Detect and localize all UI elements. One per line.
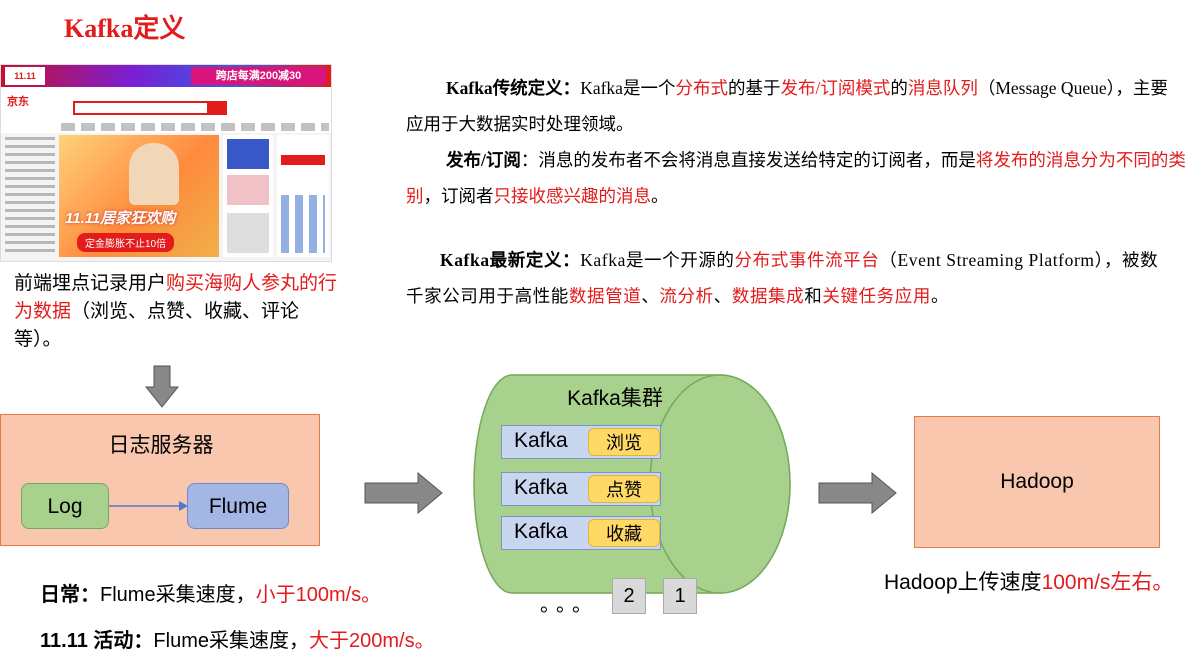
note-text: Hadoop上传速度 bbox=[884, 571, 1042, 594]
promo-tag: 11.11 bbox=[5, 67, 45, 85]
traditional-definition: Kafka传统定义：Kafka是一个分布式的基于发布/订阅模式的消息队列（Mes… bbox=[406, 70, 1176, 142]
note-value: 大于200m/s。 bbox=[308, 630, 435, 652]
def-highlight: 分布式事件流平台 bbox=[734, 250, 880, 270]
down-arrow-icon bbox=[144, 365, 180, 408]
def-text: 、 bbox=[641, 286, 660, 306]
def-highlight: 消息队列 bbox=[907, 78, 978, 98]
note-label: 日常： bbox=[40, 584, 100, 606]
note-value: 小于100m/s。 bbox=[255, 584, 382, 606]
note-text: Flume采集速度， bbox=[100, 584, 256, 606]
promo-text: 跨店每满200减30 bbox=[191, 67, 326, 85]
def-text: 的基于 bbox=[727, 78, 781, 98]
def-text: ：消息的发布者不会将消息直接发送给特定的订阅者，而是 bbox=[520, 150, 976, 170]
promo-banner: 11.11居家狂欢购 定金膨胀不止10倍 bbox=[59, 135, 219, 257]
def-text: ，订阅者 bbox=[423, 186, 494, 206]
topic-badge: 收藏 bbox=[588, 519, 660, 547]
service-icons bbox=[281, 195, 325, 253]
def-text: Kafka是一个 bbox=[580, 78, 676, 98]
desc-text: 前端埋点记录用户 bbox=[14, 273, 167, 294]
festival-speed-note: 11.11 活动：Flume采集速度，大于200m/s。 bbox=[40, 624, 435, 653]
search-input bbox=[73, 101, 209, 115]
right-panel bbox=[277, 135, 329, 257]
topic-badge: 浏览 bbox=[588, 428, 660, 456]
kafka-broker: Kafka 点赞 bbox=[501, 472, 661, 506]
def-highlight: 发布/订阅模式 bbox=[780, 78, 891, 98]
log-server-label: 日志服务器 bbox=[108, 434, 214, 457]
ellipsis: 。。。 bbox=[540, 594, 598, 616]
banner-person-image bbox=[129, 143, 179, 205]
def-text: 的 bbox=[890, 78, 908, 98]
broker-name: Kafka bbox=[514, 429, 568, 452]
right-arrow-icon bbox=[818, 472, 897, 514]
def-highlight: 数据管道 bbox=[568, 286, 642, 306]
desc-highlight: 购买海购人参丸的行为数据 bbox=[14, 273, 338, 322]
def-text: （Message Queue），主要应用于大数据实时处理领域。 bbox=[406, 78, 1168, 134]
def-text: Kafka是一个开源的 bbox=[580, 250, 735, 270]
def-highlight: 将发布的消息分为不同的类别 bbox=[406, 150, 1186, 206]
note-text: Flume采集速度， bbox=[153, 630, 309, 652]
kafka-cluster-label: Kafka集群 bbox=[567, 387, 663, 410]
note-label: 11.11 活动： bbox=[40, 630, 154, 652]
log-node: Log bbox=[21, 483, 109, 529]
product-card bbox=[227, 175, 269, 205]
flume-node: Flume bbox=[187, 483, 289, 529]
product-card bbox=[227, 213, 269, 253]
daily-speed-note: 日常：Flume采集速度，小于100m/s。 bbox=[40, 578, 381, 607]
jd-logo: 京东 bbox=[7, 96, 29, 108]
def-highlight: 数据集成 bbox=[731, 286, 805, 306]
broker-name: Kafka bbox=[514, 520, 568, 543]
promo-topbar: 11.11 跨店每满200减30 bbox=[1, 65, 331, 87]
product-card bbox=[227, 139, 269, 169]
partition-box: 1 bbox=[663, 578, 697, 614]
note-value: 100m/s左右。 bbox=[1041, 571, 1174, 594]
def-text: 和 bbox=[804, 286, 823, 306]
def-text: （Event Streaming Platform），被数千家公司用于高性能 bbox=[406, 250, 1159, 306]
jd-homepage-screenshot: 11.11 跨店每满200减30 京东 11.11居家狂欢购 定金膨胀不止10倍 bbox=[0, 64, 332, 262]
pubsub-definition: 发布/订阅：消息的发布者不会将消息直接发送给特定的订阅者，而是将发布的消息分为不… bbox=[406, 142, 1186, 214]
page-title: Kafka定义 bbox=[64, 14, 186, 43]
right-arrow-icon bbox=[364, 472, 443, 514]
hadoop-speed-note: Hadoop上传速度100m/s左右。 bbox=[884, 568, 1174, 598]
broker-name: Kafka bbox=[514, 476, 568, 499]
banner-button: 定金膨胀不止10倍 bbox=[77, 233, 175, 252]
def-text: 、 bbox=[713, 286, 732, 306]
def-text: 。 bbox=[651, 186, 669, 206]
log-server-box: 日志服务器 Log Flume bbox=[0, 414, 320, 546]
partition-box: 2 bbox=[612, 578, 646, 614]
hadoop-box: Hadoop bbox=[914, 416, 1160, 548]
def-highlight: 关键任务应用 bbox=[822, 286, 931, 306]
product-cards bbox=[223, 135, 273, 257]
def-text: 。 bbox=[930, 286, 950, 306]
def-label: 发布/订阅 bbox=[446, 150, 521, 170]
login-button bbox=[281, 155, 325, 165]
tracking-description: 前端埋点记录用户购买海购人参丸的行为数据（浏览、点赞、收藏、评论等）。 bbox=[14, 270, 339, 354]
kafka-broker: Kafka 浏览 bbox=[501, 425, 661, 459]
def-highlight: 分布式 bbox=[675, 78, 728, 98]
search-button bbox=[207, 101, 227, 115]
def-label: Kafka传统定义： bbox=[446, 78, 581, 98]
arrow-right-icon bbox=[109, 501, 188, 511]
banner-text: 11.11居家狂欢购 bbox=[65, 210, 176, 227]
desc-text: （浏览、点赞、收藏、评论等）。 bbox=[14, 301, 300, 350]
def-label: Kafka最新定义： bbox=[440, 250, 581, 270]
category-nav bbox=[61, 123, 329, 131]
def-highlight: 流分析 bbox=[659, 286, 714, 306]
latest-definition: Kafka最新定义：Kafka是一个开源的分布式事件流平台（Event Stre… bbox=[406, 242, 1176, 314]
kafka-broker: Kafka 收藏 bbox=[501, 516, 661, 550]
category-menu bbox=[5, 137, 55, 257]
topic-badge: 点赞 bbox=[588, 475, 660, 503]
def-highlight: 只接收感兴趣的消息 bbox=[493, 186, 652, 206]
